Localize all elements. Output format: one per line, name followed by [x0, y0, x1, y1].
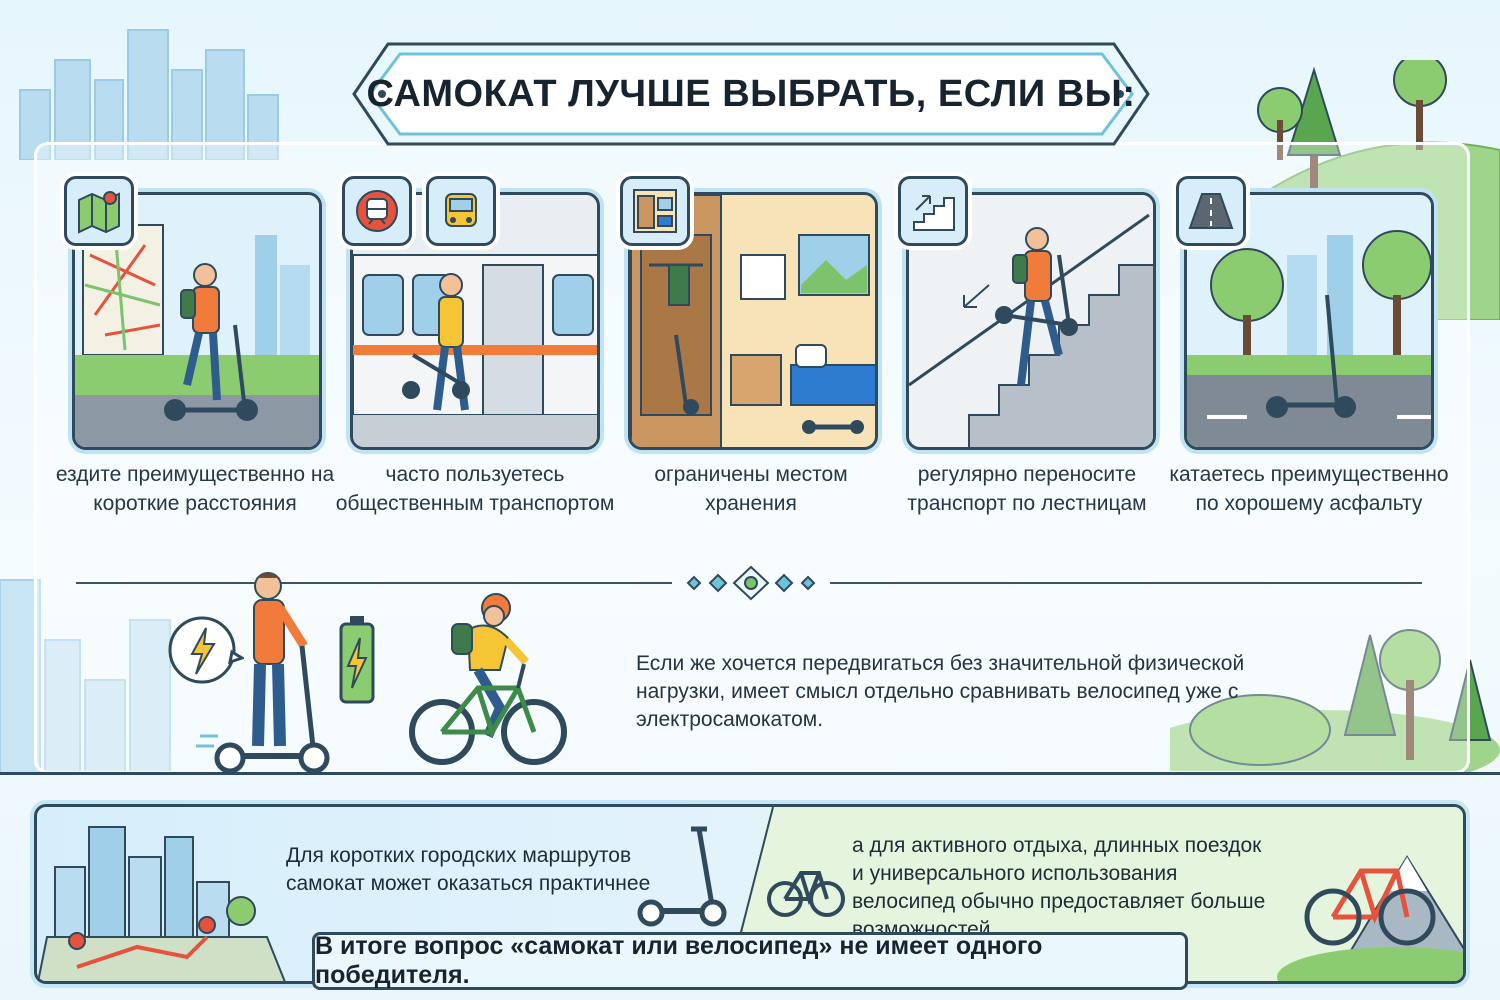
card-caption-stairs: регулярно переносите транспорт по лестни… [907, 463, 1147, 515]
scene-train [353, 195, 597, 447]
city-skyline-middle-left [0, 579, 171, 775]
card-caption-short-distances: ездите преимущественно на короткие расст… [55, 463, 335, 515]
card-stairs [906, 192, 1156, 450]
bottom-left-text: Для коротких городских маршрутов самокат… [286, 844, 651, 895]
summary-text: В итоге вопрос «самокат или велосипед» н… [315, 932, 1043, 989]
train-icon [342, 176, 412, 246]
city-skyline-left [19, 29, 279, 160]
middle-paragraph: Если же хочется передвигаться без значит… [636, 652, 1245, 731]
cyclist-on-bicycle [409, 593, 567, 765]
person-on-electric-scooter [196, 572, 330, 774]
card-good-asphalt [1184, 192, 1434, 450]
battery-icon [339, 616, 375, 704]
page-title: САМОКАТ ЛУЧШЕ ВЫБРАТЬ, ЕСЛИ ВЫ: [366, 72, 1136, 115]
trees-middle-right [1170, 629, 1500, 775]
scene-stairs [909, 195, 1153, 447]
ground-line [0, 772, 1500, 775]
scene-city-ride [75, 195, 319, 447]
card-short-distances [72, 192, 322, 450]
lightning-speech-bubble-icon [168, 616, 244, 684]
road-icon [1176, 176, 1246, 246]
closet-icon [620, 176, 690, 246]
stairs-icon [898, 176, 968, 246]
bottom-right-text: а для активного отдыха, длинных поездок … [852, 834, 1266, 941]
card-public-transport [350, 192, 600, 450]
bus-icon [426, 176, 496, 246]
card-caption-limited-storage: ограничены местом хранения [654, 463, 848, 515]
divider-right [830, 582, 1422, 584]
map-pin-icon [64, 176, 134, 246]
divider-left [76, 582, 672, 584]
title-banner: САМОКАТ ЛУЧШЕ ВЫБРАТЬ, ЕСЛИ ВЫ: [348, 38, 1154, 150]
divider-ornament-icon [686, 565, 816, 601]
scene-road [1187, 195, 1431, 447]
summary-conclusion: В итоге вопрос «самокат или велосипед» н… [312, 932, 1188, 990]
card-caption-good-asphalt: катаетесь преимущественно по хорошему ас… [1169, 463, 1449, 515]
card-caption-public-transport: часто пользуетесь общественным транспорт… [335, 463, 615, 515]
